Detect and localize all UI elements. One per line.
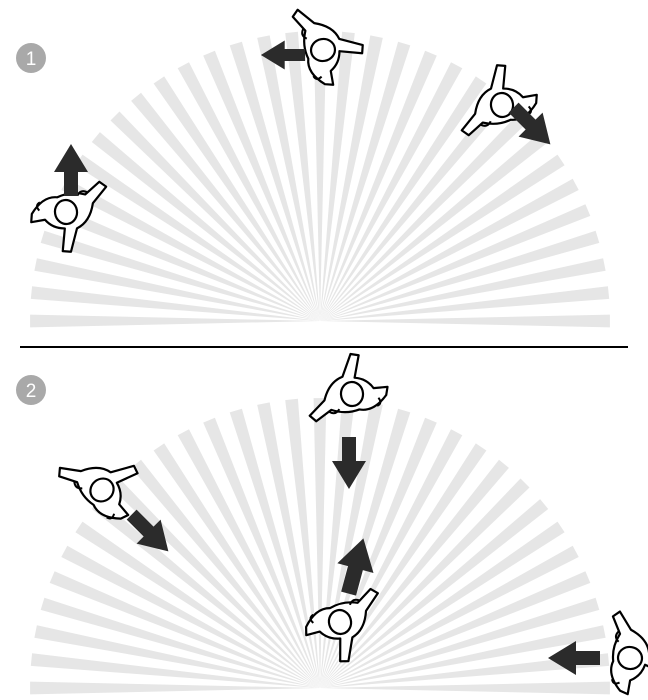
- step-1-number: 1: [26, 49, 37, 70]
- step-2-number: 2: [26, 381, 37, 402]
- step-1-badge: 1: [16, 43, 46, 73]
- step-2-panel: 2: [16, 351, 648, 700]
- person-top-figure: [292, 0, 369, 90]
- step-2-fan: [30, 398, 610, 694]
- person-icon: [292, 0, 369, 90]
- step-2-badge: 2: [16, 375, 46, 405]
- step-1-panel: 1: [16, 0, 610, 327]
